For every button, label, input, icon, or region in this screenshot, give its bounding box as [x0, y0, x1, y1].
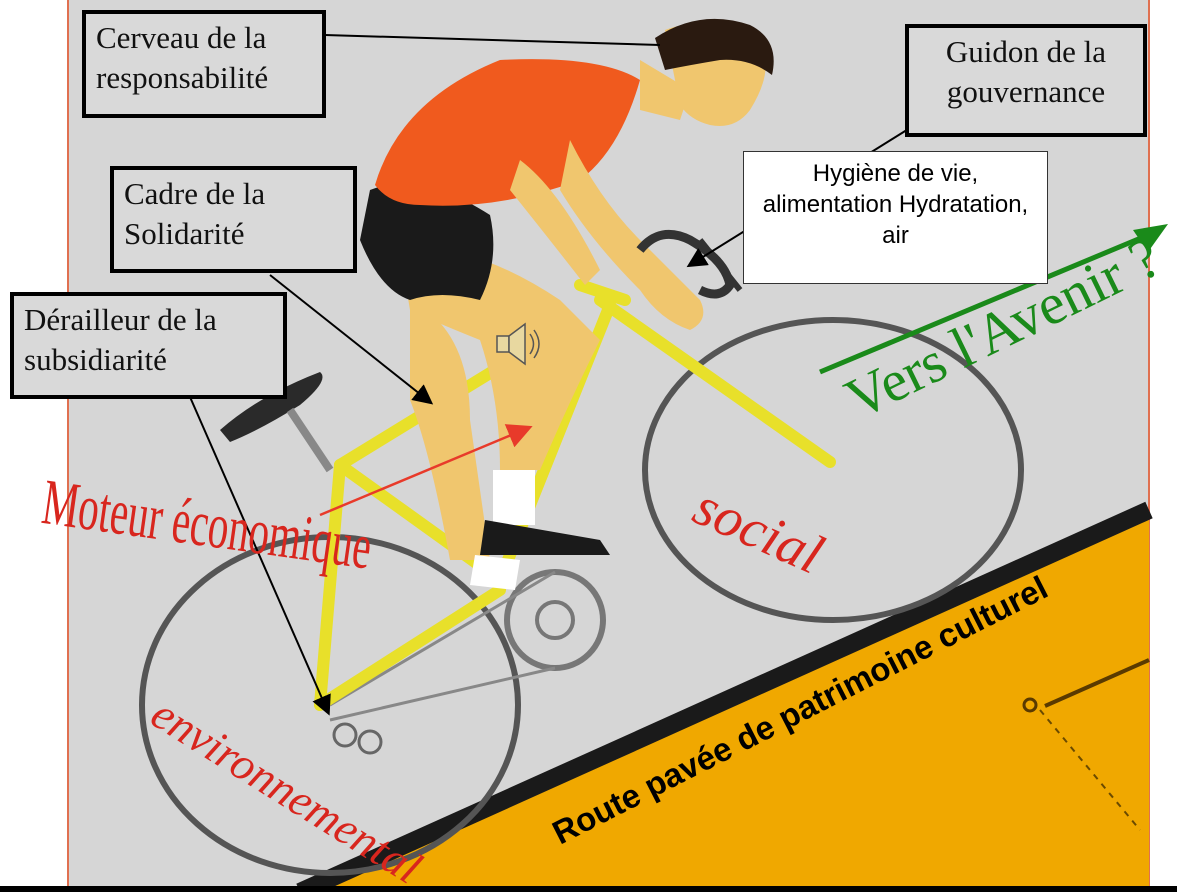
saddle: [220, 372, 323, 442]
leader-lines: [189, 34, 911, 716]
road-marker: [1022, 697, 1038, 713]
derailleur-pulley: [332, 722, 358, 748]
label-handlebar: Guidon de la gouvernance: [945, 34, 1107, 109]
front-wheel: [642, 317, 1024, 623]
chain: [329, 570, 556, 722]
engine-arrow: [319, 424, 533, 517]
rider-neck: [640, 60, 690, 120]
speaker-icon[interactable]: [496, 322, 540, 366]
dotted-path: [1039, 709, 1141, 831]
rider-hair: [655, 18, 774, 75]
rider-arm: [560, 140, 704, 330]
rider-sock: [493, 470, 535, 525]
label-box-frame: Cadre de la Solidarité: [110, 166, 357, 273]
label-box-hygiene: Hygiène de vie, alimentation Hydratation…: [743, 151, 1048, 284]
rider-shoe: [480, 520, 610, 555]
rider-leg: [410, 300, 490, 560]
label-derailleur: Dérailleur de la subsidiarité: [24, 302, 217, 377]
bottom-border: [0, 886, 1177, 892]
road-arrow: [1044, 658, 1150, 708]
rider-shorts: [360, 183, 494, 300]
future-arrowhead: [1133, 224, 1168, 252]
rider-thigh: [400, 248, 600, 470]
label-brain: Cerveau de la responsabilité: [96, 20, 269, 95]
label-box-handlebar: Guidon de la gouvernance: [905, 24, 1147, 137]
road-edge: [296, 501, 1153, 892]
future-arrow: [819, 227, 1161, 375]
label-box-brain: Cerveau de la responsabilité: [82, 10, 326, 118]
label-frame: Cadre de la Solidarité: [124, 176, 266, 251]
label-hygiene: Hygiène de vie, alimentation Hydratation…: [762, 160, 1029, 249]
label-box-derailleur: Dérailleur de la subsidiarité: [10, 292, 287, 399]
